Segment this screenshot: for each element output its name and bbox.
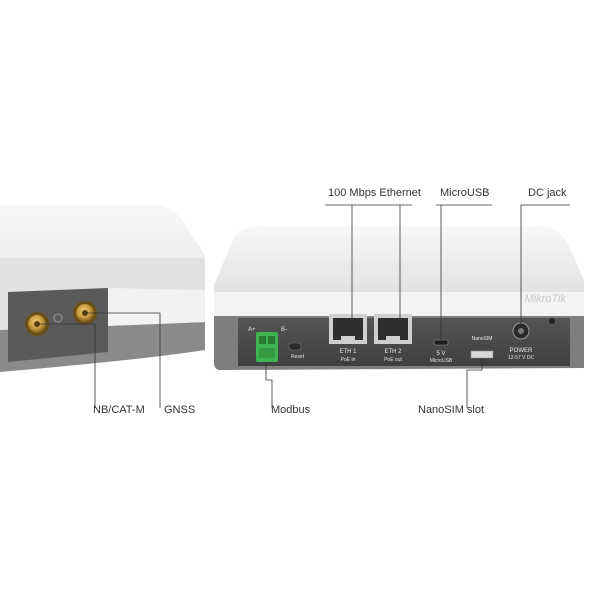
microusb-port[interactable] [433,339,449,346]
reset-label: Reset [291,354,305,360]
terminal-a-plus-label: A+ [248,327,256,333]
microusb-callout-label: MicroUSB [440,187,490,199]
led-indicator [549,318,555,324]
modbus-terminal [256,332,278,362]
callout-lines [37,204,570,408]
dc-jack[interactable] [512,322,530,340]
eth2-label: ETH 2 [384,349,402,355]
eth1-sub-label: PoE in [341,357,356,363]
eth1-label: ETH 1 [339,349,357,355]
power-label: POWER [510,348,533,354]
dc-jack-callout-label: DC jack [528,187,567,199]
ethernet-callout-label: 100 Mbps Ethernet [328,187,421,199]
modbus-callout-label: Modbus [271,404,311,416]
power-sub-label: 12-57 V DC [508,355,535,361]
gnss-callout-label: GNSS [164,404,196,416]
usb-sub-label: MicroUSB [430,358,453,364]
brand-logo: MikroTik [525,293,567,305]
nanosim-panel-label: NanoSIM [472,336,493,342]
eth1-port[interactable] [329,314,367,344]
eth2-sub-label: PoE out [384,357,402,363]
nanosim-slot[interactable] [470,350,494,359]
usb-voltage-label: 5 V [436,351,445,357]
left-device [0,205,205,372]
eth2-port[interactable] [374,314,412,344]
terminal-b-minus-label: B- [281,327,287,333]
right-device: MikroTik A+ B- Reset ETH 1 PoE in ETH 2 … [214,226,584,370]
reset-button[interactable] [288,342,302,351]
ground-symbol-icon [53,313,63,323]
nanosim-callout-label: NanoSIM slot [418,404,485,416]
nbcatm-callout-label: NB/CAT-M [93,404,145,416]
